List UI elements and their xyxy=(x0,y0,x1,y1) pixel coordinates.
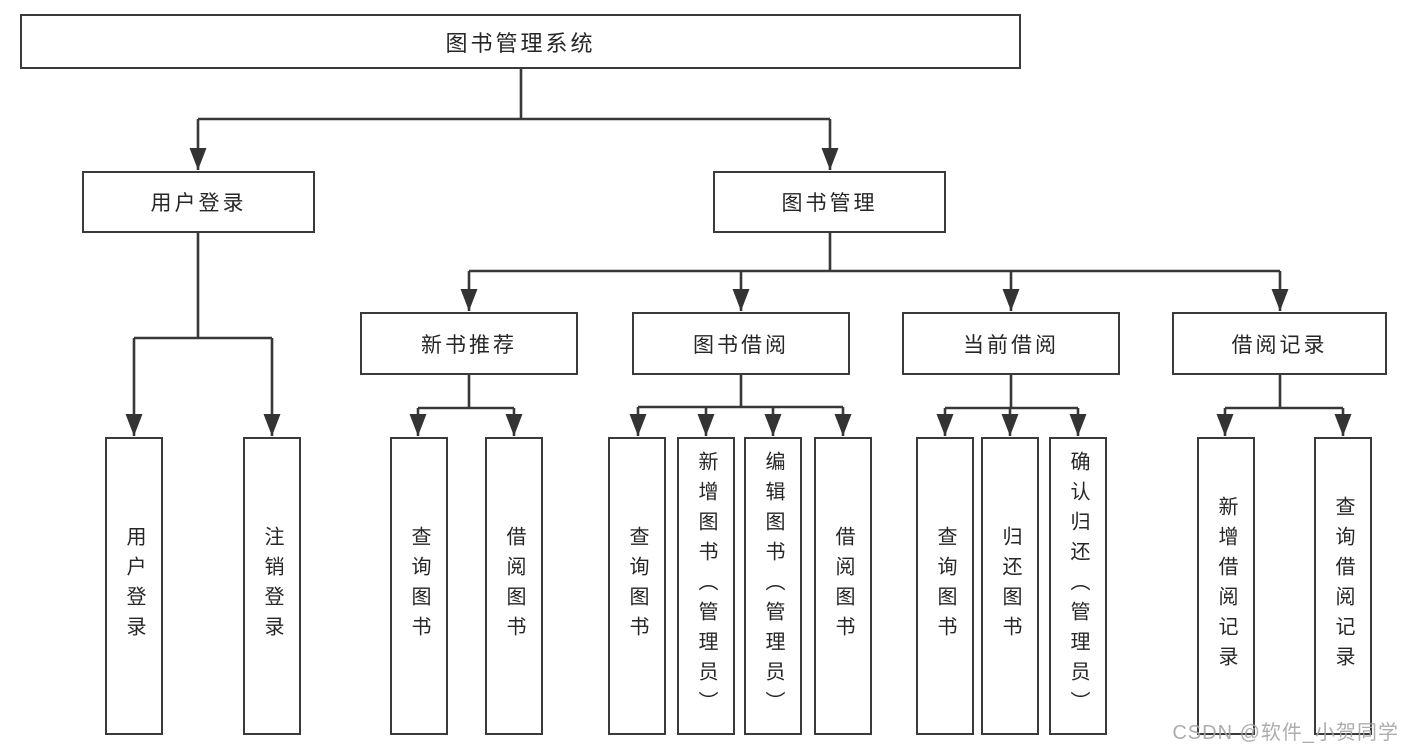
node-book-mgmt-label: 图书管理 xyxy=(781,192,878,215)
leaf-cb-confirm-return: 确认归还（管理员） xyxy=(1049,437,1107,735)
leaf-br-add-record: 新增借阅记录 xyxy=(1197,437,1255,735)
edge-bookborrow-branch xyxy=(638,375,843,409)
edge-root-branch xyxy=(198,69,830,121)
node-current-borrow-label: 当前借阅 xyxy=(963,333,1059,357)
leaf-nb-query-books: 查询图书 xyxy=(390,437,448,735)
node-book-borrow-label: 图书借阅 xyxy=(693,333,789,357)
edge-newbookrec-branch xyxy=(418,375,514,410)
leaf-cb-confirm-return-label: 确认归还（管理员） xyxy=(1067,451,1089,721)
edge-bookmgmt-branch xyxy=(469,233,1280,273)
leaf-cb-return-books-label: 归还图书 xyxy=(999,526,1021,646)
leaf-br-query-record-label: 查询借阅记录 xyxy=(1332,496,1354,676)
edge-currentborrow-branch xyxy=(945,375,1078,410)
leaf-logout-label: 注销登录 xyxy=(261,526,283,646)
node-new-book-rec-label: 新书推荐 xyxy=(421,333,517,357)
node-root: 图书管理系统 xyxy=(20,14,1021,69)
leaf-bb-borrow-books: 借阅图书 xyxy=(814,437,872,735)
node-user-login: 用户登录 xyxy=(82,171,315,233)
leaf-cb-return-books: 归还图书 xyxy=(981,437,1039,735)
node-user-login-label: 用户登录 xyxy=(150,192,247,215)
leaf-bb-edit-books-label: 编辑图书（管理员） xyxy=(762,451,784,721)
leaf-br-query-record: 查询借阅记录 xyxy=(1314,437,1372,735)
node-current-borrow: 当前借阅 xyxy=(902,312,1120,375)
leaf-cb-query-books-label: 查询图书 xyxy=(934,526,956,646)
leaf-nb-query-books-label: 查询图书 xyxy=(408,526,430,646)
node-borrow-record-label: 借阅记录 xyxy=(1231,333,1328,357)
connector-arrows xyxy=(125,119,1352,436)
leaf-nb-borrow-books-label: 借阅图书 xyxy=(503,526,525,646)
node-book-borrow: 图书借阅 xyxy=(632,312,850,375)
csdn-watermark: CSDN @软件_小贺同学 xyxy=(1172,722,1399,744)
leaf-bb-query-books: 查询图书 xyxy=(608,437,666,735)
node-book-mgmt: 图书管理 xyxy=(713,171,946,233)
leaf-cb-query-books: 查询图书 xyxy=(916,437,974,735)
node-borrow-record: 借阅记录 xyxy=(1172,312,1387,375)
leaf-bb-add-books-label: 新增图书（管理员） xyxy=(695,451,717,721)
leaf-bb-add-books: 新增图书（管理员） xyxy=(677,437,735,735)
leaf-bb-edit-books: 编辑图书（管理员） xyxy=(744,437,802,735)
leaf-logout: 注销登录 xyxy=(243,437,301,735)
edge-borrowrecord-branch xyxy=(1225,375,1343,410)
node-new-book-rec: 新书推荐 xyxy=(360,312,578,375)
leaf-user-login: 用户登录 xyxy=(105,437,163,735)
leaf-nb-borrow-books: 借阅图书 xyxy=(485,437,543,735)
leaf-user-login-label: 用户登录 xyxy=(123,526,145,646)
node-root-label: 图书管理系统 xyxy=(445,30,596,56)
leaf-bb-borrow-books-label: 借阅图书 xyxy=(832,526,854,646)
leaf-bb-query-books-label: 查询图书 xyxy=(626,526,648,646)
edge-userlogin-branch xyxy=(134,233,272,340)
leaf-br-add-record-label: 新增借阅记录 xyxy=(1215,496,1237,676)
